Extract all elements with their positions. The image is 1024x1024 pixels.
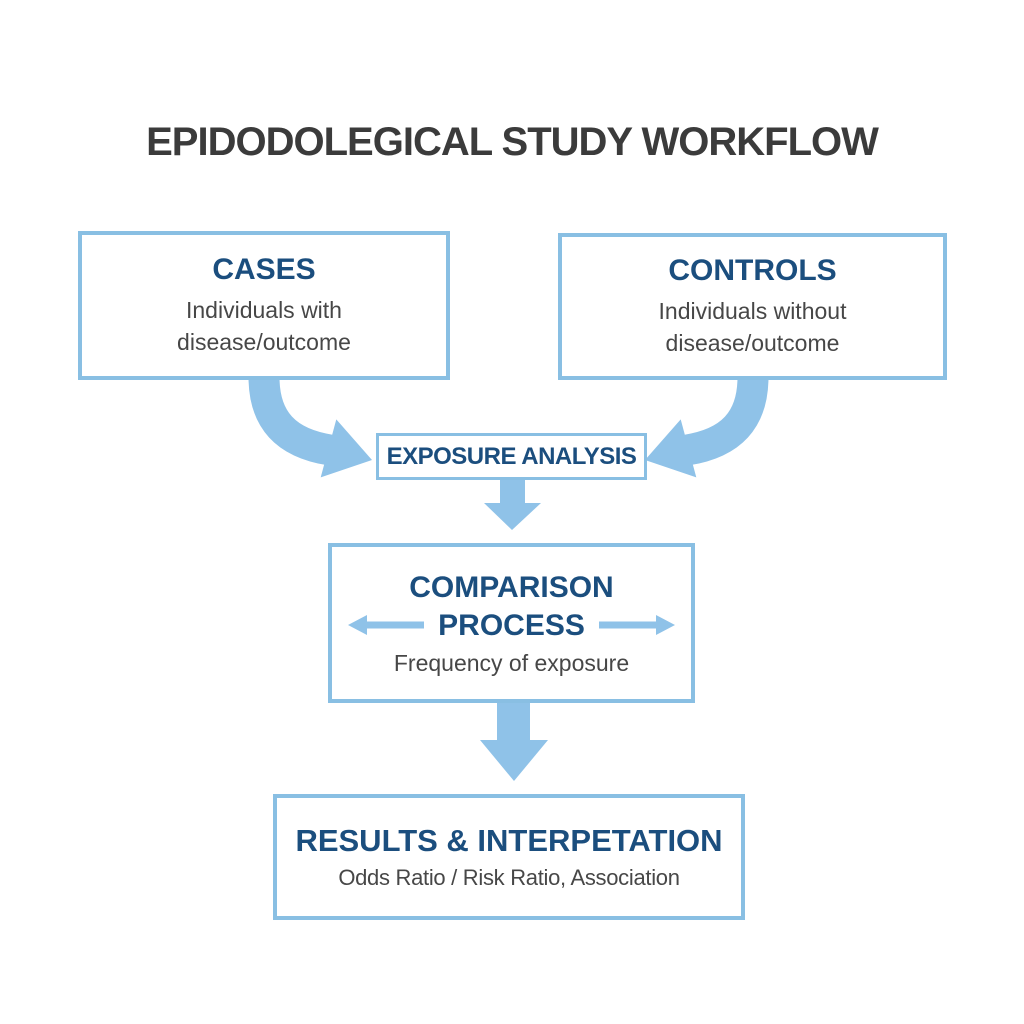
left-arrow-icon (348, 615, 425, 636)
exposure-analysis-heading: EXPOSURE ANALYSIS (386, 442, 637, 470)
cases-subtitle-line1: Individuals with (186, 297, 342, 324)
controls-subtitle-line1: Individuals without (658, 298, 847, 325)
cases-subtitle-line2: disease/outcome (177, 328, 351, 355)
exposure-analysis-box: EXPOSURE ANALYSIS (376, 433, 647, 480)
cases-subtitle: Individuals with disease/outcome (177, 295, 351, 357)
results-box: RESULTS & INTERPETATION Odds Ratio / Ris… (273, 794, 745, 920)
comparison-heading-line1: COMPARISON (409, 571, 614, 604)
curved-arrow-right-icon (645, 376, 769, 478)
comparison-heading-line2: PROCESS (438, 608, 585, 642)
diagram-title: EPIDODOLEGICAL STUDY WORKFLOW (146, 120, 879, 164)
curved-arrow-left-icon (248, 376, 372, 478)
controls-box: CONTROLS Individuals without disease/out… (558, 233, 947, 380)
cases-box: CASES Individuals with disease/outcome (78, 231, 450, 380)
comparison-process-box: COMPARISON PROCESS Frequency of exposure (328, 543, 695, 703)
down-arrow-large-icon (480, 700, 548, 781)
controls-subtitle: Individuals without disease/outcome (659, 296, 847, 358)
results-subtitle: Odds Ratio / Risk Ratio, Association (338, 865, 680, 890)
controls-heading: CONTROLS (668, 254, 837, 288)
controls-subtitle-line2: disease/outcome (665, 329, 840, 356)
cases-heading: CASES (212, 253, 316, 287)
comparison-subtitle: Frequency of exposure (393, 650, 630, 676)
right-arrow-icon (598, 615, 675, 636)
down-arrow-small-icon (484, 477, 541, 530)
comparison-heading-row: PROCESS (348, 607, 675, 645)
results-heading: RESULTS & INTERPETATION (295, 823, 723, 858)
